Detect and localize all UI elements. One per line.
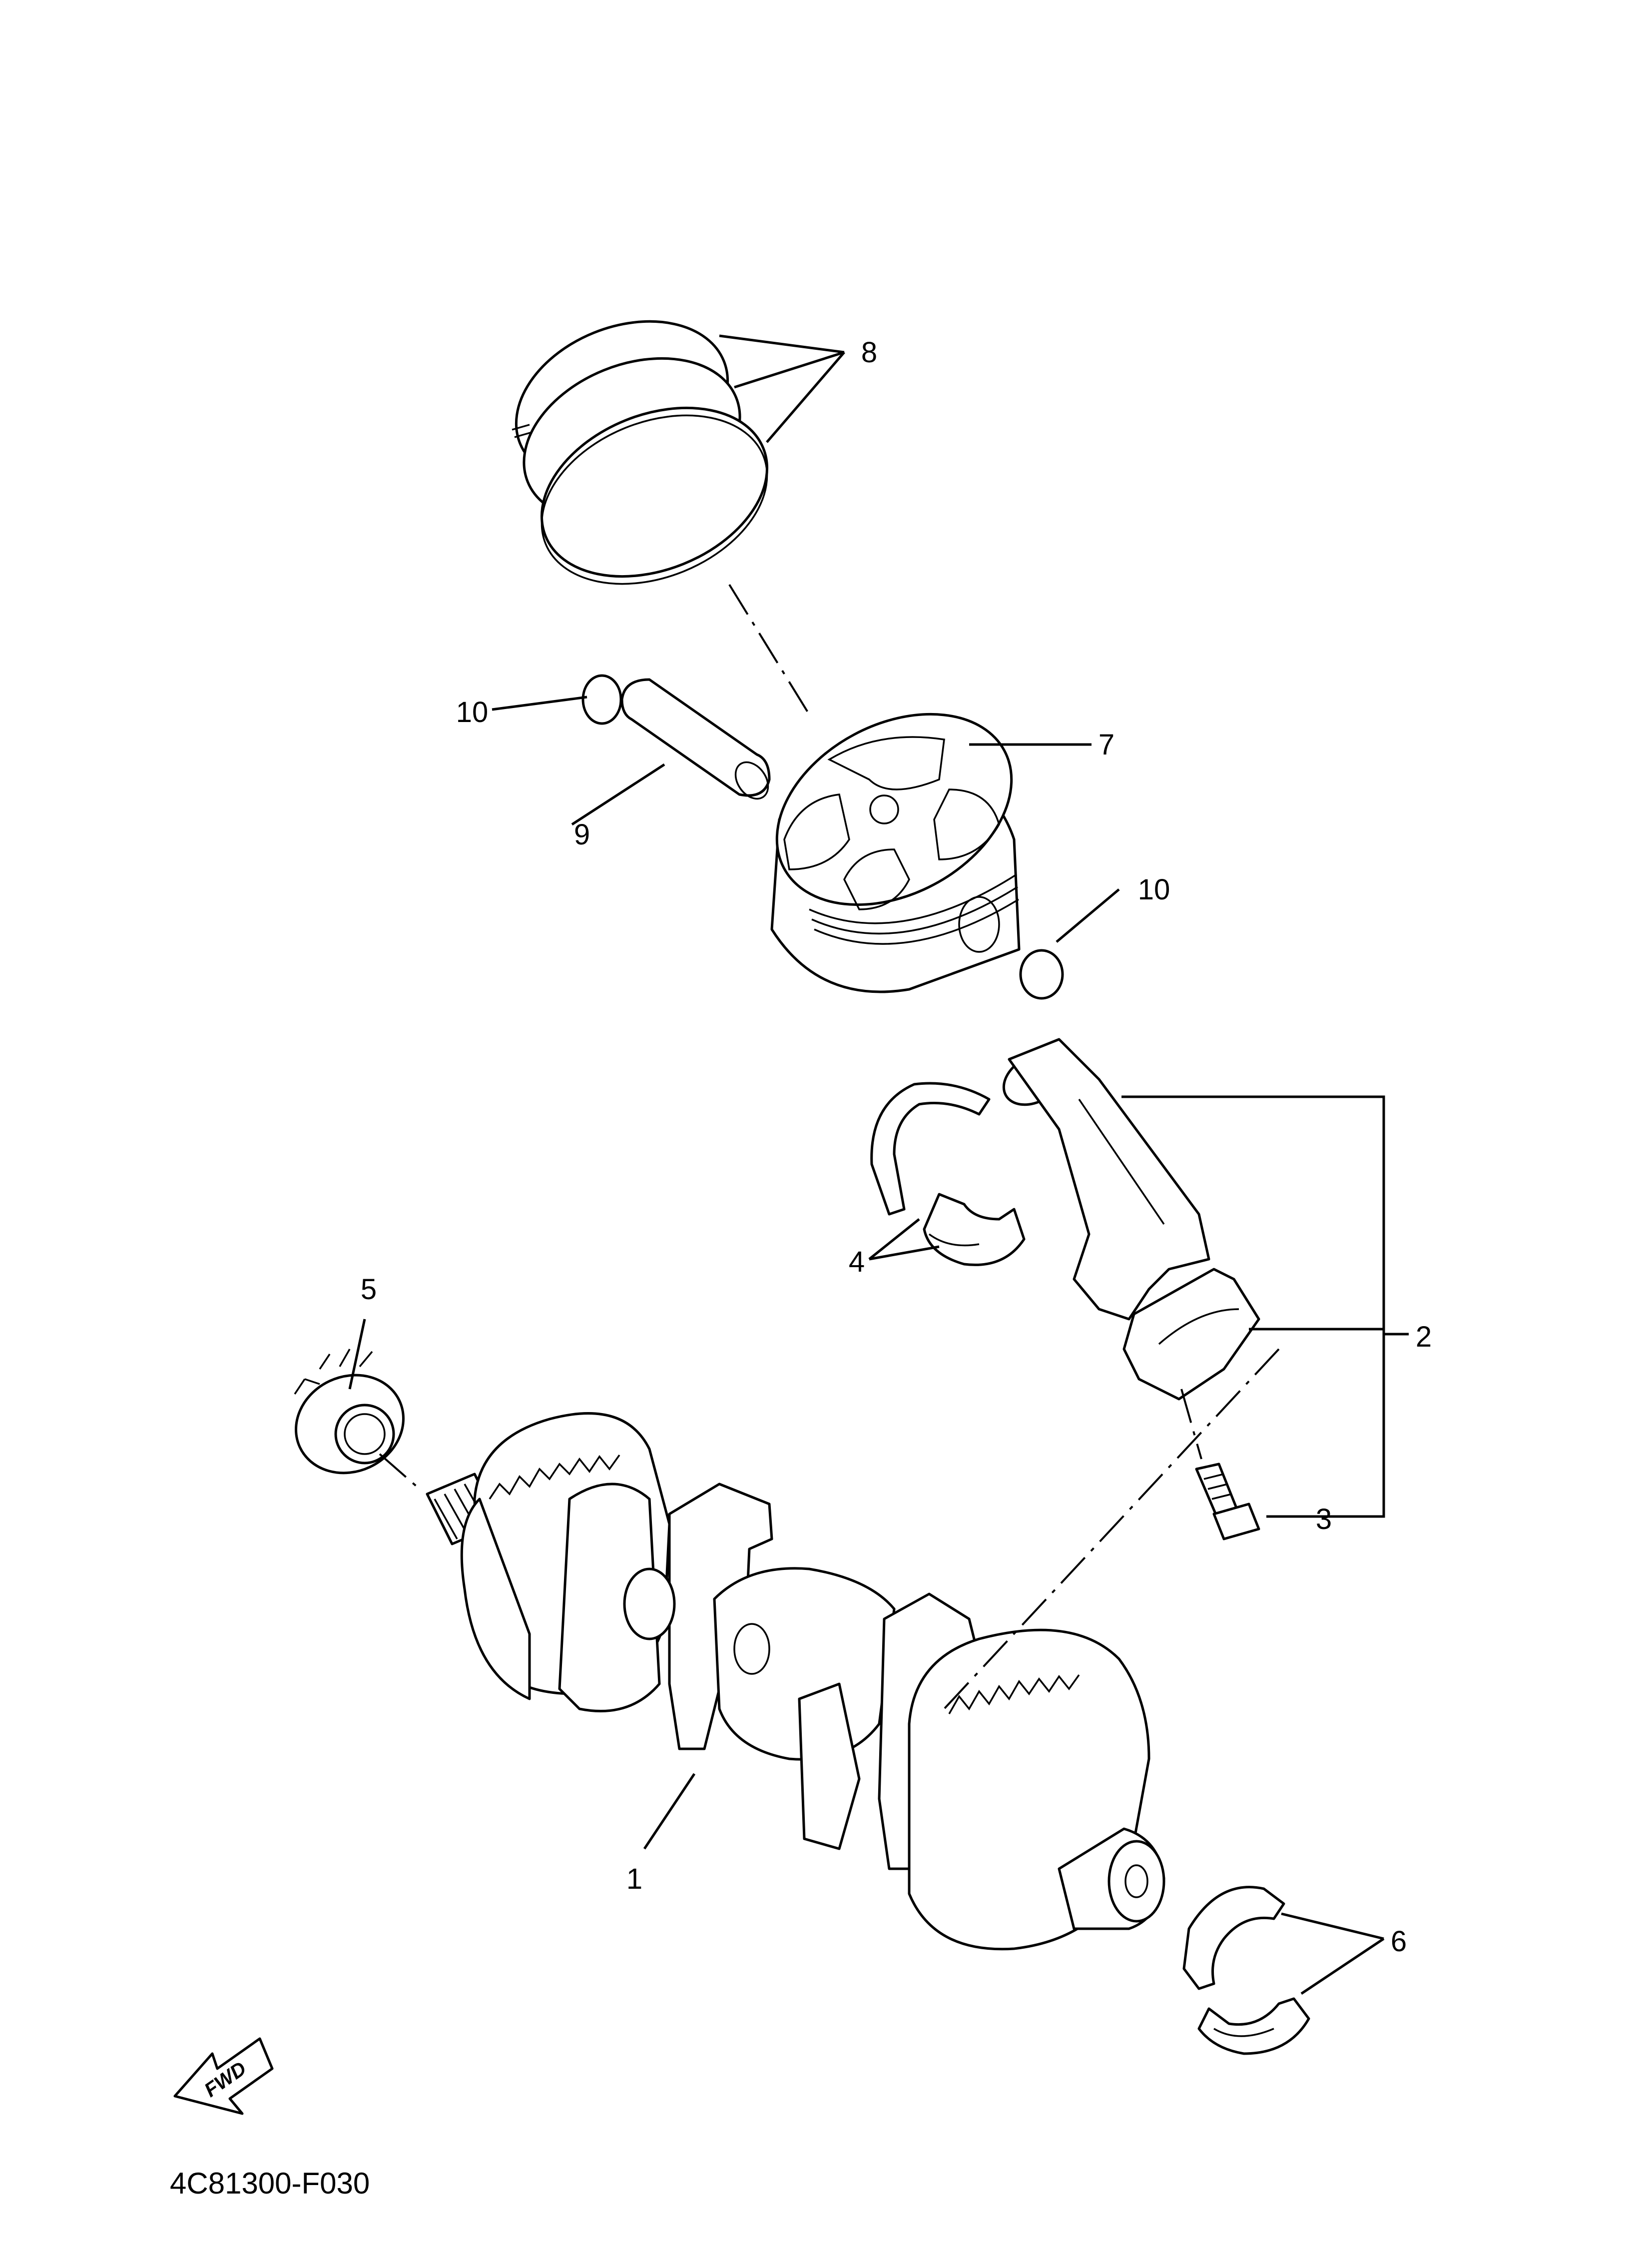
crankshaft — [426, 1412, 1165, 1951]
leader-lines — [348, 334, 1409, 1995]
callout-8: 8 — [861, 336, 877, 369]
piston-pin — [620, 678, 771, 800]
alignment-line-rings-piston — [728, 584, 810, 716]
main-bearings — [1182, 1886, 1310, 2055]
figure-code: 4C81300-F030 — [170, 2167, 370, 2200]
connecting-rod — [1002, 1038, 1260, 1401]
conrod-bolt — [1195, 1463, 1260, 1540]
callout-2: 2 — [1416, 1321, 1432, 1353]
circlip-lower — [1019, 949, 1064, 1000]
circlip-upper — [581, 674, 622, 725]
callout-9: 9 — [574, 818, 590, 851]
callout-10-lower: 10 — [1138, 873, 1170, 906]
alignment-line-bolt — [1180, 1389, 1202, 1460]
alignment-line-rod-crank — [943, 1348, 1280, 1710]
callout-7: 7 — [1099, 729, 1114, 761]
callout-5: 5 — [361, 1273, 377, 1306]
alignment-line-pin-gear — [379, 1453, 421, 1490]
piston — [770, 713, 1021, 993]
piston-rings — [512, 320, 768, 585]
callout-10-upper: 10 — [456, 696, 489, 729]
callout-1: 1 — [626, 1863, 642, 1895]
conrod-bearings — [870, 1082, 1026, 1266]
starter-gear — [294, 1349, 405, 1475]
callout-6: 6 — [1391, 1925, 1407, 1958]
callout-3: 3 — [1316, 1503, 1332, 1535]
fwd-arrow-icon: FWD — [173, 2037, 274, 2115]
callout-4: 4 — [849, 1246, 865, 1278]
